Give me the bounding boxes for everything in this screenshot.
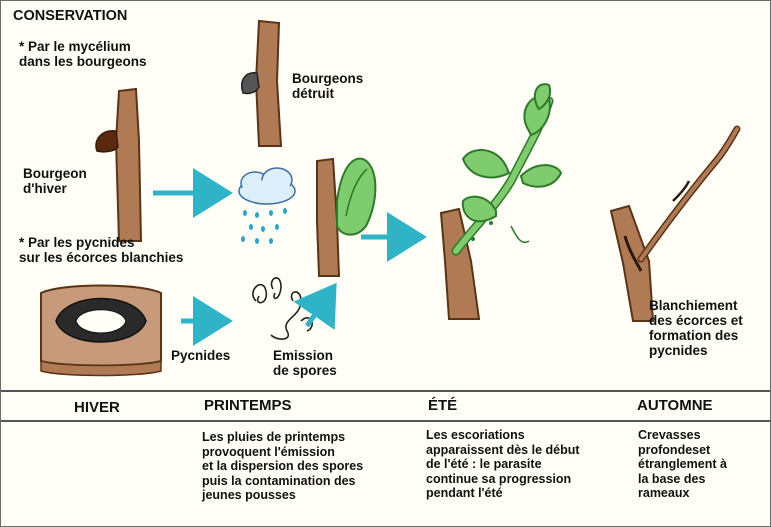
label-spore-emission: Emission de spores bbox=[273, 348, 337, 378]
season-spring: PRINTEMPS bbox=[204, 397, 292, 414]
divider-top bbox=[1, 390, 770, 392]
season-summer: ÉTÉ bbox=[428, 397, 457, 414]
rain-cloud-icon bbox=[239, 168, 295, 244]
label-pycnides-intro: * Par les pycnides sur les écorces blanc… bbox=[19, 235, 183, 265]
label-bark-whitening: Blanchiement des écorces et formation de… bbox=[649, 298, 743, 358]
spring-shoot-stem bbox=[317, 159, 375, 276]
spores-icon bbox=[253, 278, 312, 339]
season-autumn: AUTOMNE bbox=[637, 397, 713, 414]
label-winter-bud: Bourgeon d'hiver bbox=[23, 166, 87, 196]
label-pycnides: Pycnides bbox=[171, 348, 230, 363]
title: CONSERVATION bbox=[13, 9, 127, 24]
arrow-spores-to-shoot bbox=[307, 291, 331, 326]
label-mycelium: * Par le mycélium dans les bourgeons bbox=[19, 39, 147, 69]
divider-bottom bbox=[1, 420, 770, 422]
summer-shoot bbox=[441, 84, 561, 319]
label-destroyed-buds: Bourgeons détruit bbox=[292, 71, 363, 101]
pycnide-section bbox=[41, 286, 161, 376]
desc-spring: Les pluies de printemps provoquent l'émi… bbox=[202, 430, 363, 503]
season-winter: HIVER bbox=[74, 399, 120, 416]
desc-autumn: Crevasses profondeset étranglement à la … bbox=[638, 428, 727, 501]
destroyed-bud-stem bbox=[242, 21, 281, 146]
autumn-branch bbox=[611, 129, 737, 321]
desc-summer: Les escoriations apparaissent dès le déb… bbox=[426, 428, 580, 501]
winter-bud-stem bbox=[96, 89, 141, 241]
